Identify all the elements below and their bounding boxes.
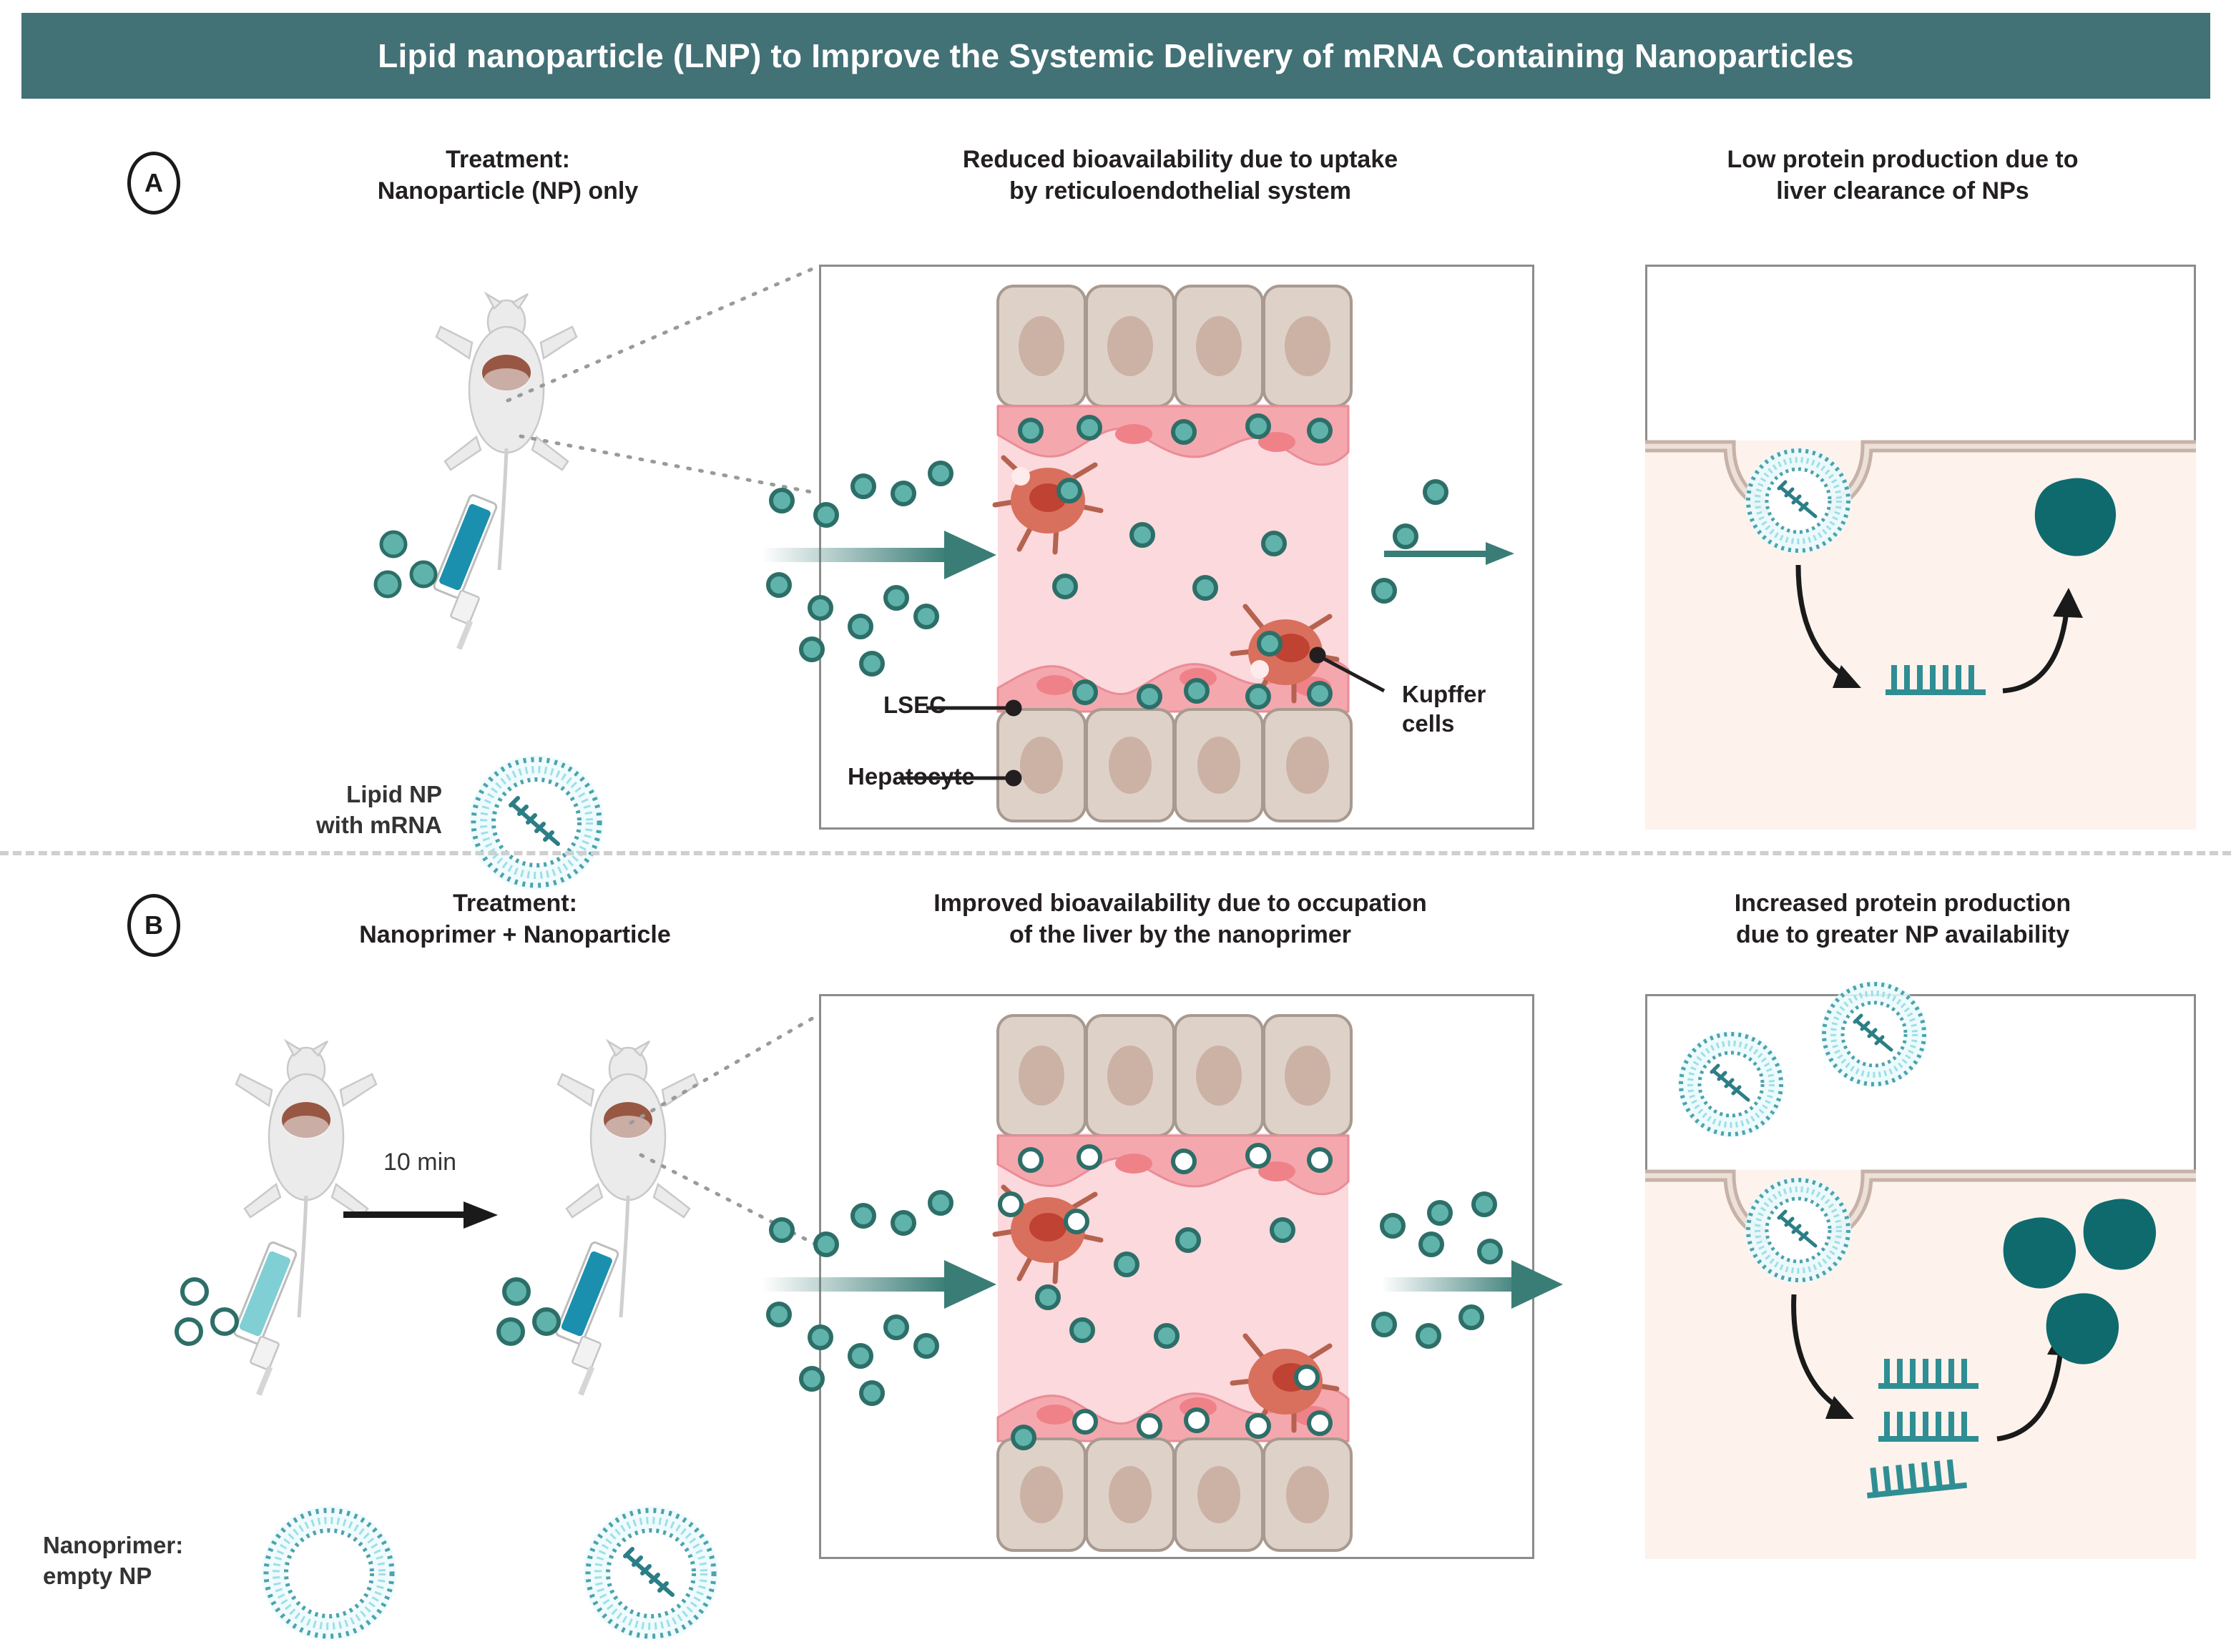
panel-b-right-heading-line2: due to greater NP availability [1735,920,2070,948]
injected-np-group-a [373,530,438,599]
section-divider [0,851,2231,855]
panel-b-left-heading-line1: Treatment: [453,890,577,917]
endocytosed-lnp-a [1745,448,1851,554]
mouse-illustration-b2 [496,1038,700,1396]
panel-b: B Treatment: Nanoprimer + Nanoparticle I… [0,865,2231,1641]
mouse-illustration-a [373,291,578,650]
np-efflux-particles-b [1371,1191,1503,1349]
np-efflux-particles-a [1371,479,1448,604]
np-influx-arrow-a [762,531,996,579]
arrow-head-release-a [1833,665,1861,688]
kupffer-label-line2: cells [1402,710,1455,737]
lipid-np-with-mrna-icon-a [469,755,604,890]
page-title: Lipid nanoparticle (LNP) to Improve the … [378,37,1854,74]
hepatocyte-row-top-b [996,1014,1353,1137]
callout-lines-b [629,1006,832,1254]
arrow-head-translation-a [2053,588,2083,618]
panel-a-left-heading: Treatment: Nanoparticle (NP) only [279,144,737,207]
np-efflux-arrow-a [1384,542,1514,565]
injected-np-group-b [496,1277,561,1346]
panel-a-left-heading-line1: Treatment: [446,146,570,173]
target-cell-diagram-b [1645,981,2196,1559]
liver-sinusoid-diagram-a [762,285,1514,822]
protein-blob-1-b [2003,1217,2076,1289]
np-influx-particles-b [766,1190,953,1406]
extracellular-lnp-2-b [1821,981,1927,1087]
panel-b-mid-heading: Improved bioavailability due to occupati… [808,888,1552,950]
panel-a-right-heading: Low protein production due to liver clea… [1631,144,2174,207]
panel-b-mid-heading-line1: Improved bioavailability due to occupati… [933,890,1427,917]
protein-blob-2-b [2083,1199,2157,1270]
mrna-strand-1-b [1878,1359,1979,1389]
nanoprimer-occupied-particles-b [998,1143,1333,1439]
panel-a: A Treatment: Nanoparticle (NP) only Redu… [0,114,2231,890]
panel-a-mid-heading-line1: Reduced bioavailability due to uptake [962,146,1398,173]
time-arrow-b [343,1201,498,1229]
panel-a-right-heading-line1: Low protein production due to [1727,146,2079,173]
panel-a-left-heading-line2: Nanoparticle (NP) only [377,177,639,205]
mouse-illustration-b1 [175,1038,378,1396]
nanoprimer-legend-line1: Nanoprimer: [43,1532,184,1558]
panel-b-right-heading-line1: Increased protein production [1734,890,2071,917]
np-influx-arrow-b [762,1260,996,1309]
panel-b-letter: B [127,894,180,957]
hepatocyte-row-bottom-b [996,1437,1353,1552]
lipid-np-legend-a: Lipid NP with mRNA [263,780,442,841]
np-sinusoid-particles-a [1018,413,1333,709]
nanoprimer-empty-np-icon-b [262,1506,396,1641]
endocytosed-lnp-b [1745,1177,1851,1283]
panel-a-right-heading-line2: liver clearance of NPs [1776,177,2029,205]
lipid-np-with-mrna-icon-b [584,1506,718,1641]
panel-b-left-heading-line2: Nanoprimer + Nanoparticle [359,920,671,948]
hepatocyte-row-bottom-a [996,708,1353,822]
target-cell-diagram-a [1645,440,2196,830]
mrna-strand-3-b [1866,1459,1968,1499]
syringe-icon-b2 [555,1242,619,1396]
lsec-label-a: LSEC [883,692,947,718]
hepatocyte-label-a: Hepatocyte [848,763,975,790]
title-banner: Lipid nanoparticle (LNP) to Improve the … [21,13,2210,99]
np-sinusoid-particles-b [1011,1217,1295,1450]
kupffer-label-line1: Kupffer [1402,681,1486,707]
syringe-icon-a [433,494,498,650]
callout-lines-a [506,264,821,496]
np-efflux-arrow-b [1381,1260,1563,1309]
panel-b-right-heading: Increased protein production due to grea… [1631,888,2174,950]
injected-nanoprimer-group-b [175,1277,239,1346]
panel-a-letter: A [127,152,180,215]
mrna-strand-2-b [1878,1412,1979,1442]
protein-blob-3-b [2046,1293,2119,1365]
panel-a-mid-heading: Reduced bioavailability due to uptake by… [823,144,1538,207]
panel-b-left-heading: Treatment: Nanoprimer + Nanoparticle [243,888,787,950]
lipid-np-legend-line2: with mRNA [316,811,442,838]
mrna-strand-icon [509,796,560,846]
nanoprimer-legend-b: Nanoprimer: empty NP [43,1530,250,1592]
label-leader-lines-a [899,646,1386,787]
arrow-head-release-b [1825,1396,1854,1419]
syringe-icon-b1 [233,1242,298,1396]
kupffer-label-a: Kupffer cells [1402,679,1486,739]
hepatocyte-row-top-a [996,285,1353,408]
lipid-np-legend-line1: Lipid NP [346,781,442,807]
panel-b-mid-heading-line2: of the liver by the nanoprimer [1009,920,1351,948]
extracellular-lnp-1-b [1678,1031,1784,1137]
nanoprimer-legend-line2: empty NP [43,1562,152,1589]
np-influx-particles-a [766,461,953,677]
liver-sinusoid-diagram-b [762,1014,1563,1552]
panel-a-mid-heading-line2: by reticuloendothelial system [1009,177,1352,205]
protein-blob-a [2034,478,2117,556]
time-label-b: 10 min [383,1149,457,1176]
mrna-strand-a [1886,665,1986,695]
